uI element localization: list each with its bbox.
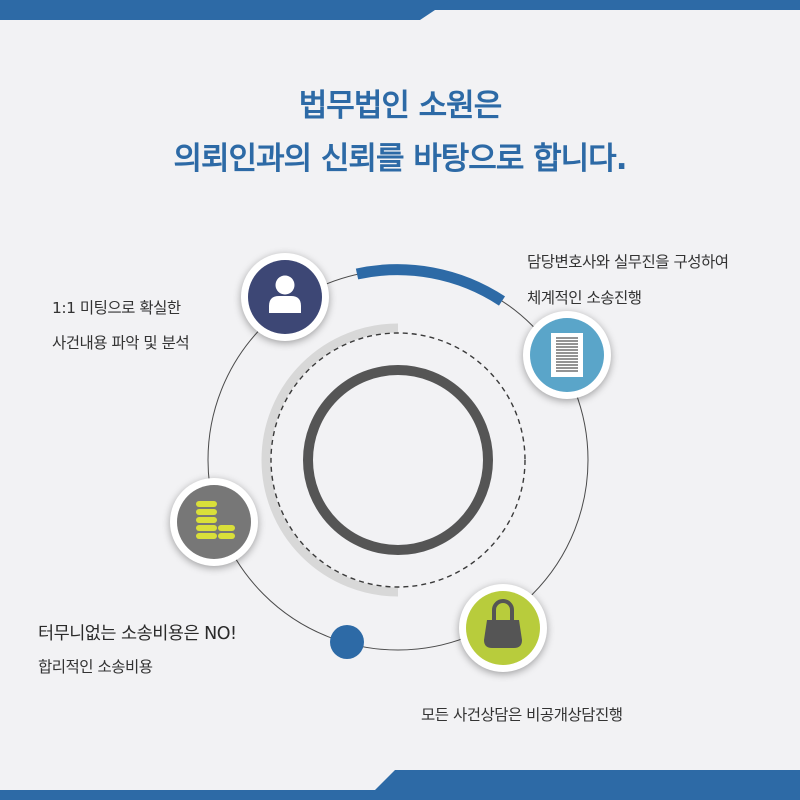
feature-cost-line2: 합리적인 소송비용: [38, 658, 153, 676]
half-ring: [261, 323, 399, 597]
accent-dot: [330, 625, 364, 659]
feature-meeting-line2: 사건내용 파악 및 분석: [52, 334, 190, 352]
accent-arc: [355, 264, 506, 306]
document-icon: [551, 333, 583, 377]
feature-team-line1: 담당변호사와 실무진을 구성하여: [527, 253, 729, 271]
lock-icon: [484, 599, 522, 648]
coins-node: [170, 478, 258, 566]
feature-team-line2: 체계적인 소송진행: [527, 289, 642, 307]
feature-private-line1: 모든 사건상담은 비공개상담진행: [421, 706, 623, 724]
dashed-ring: [270, 332, 526, 588]
coins-icon: [196, 501, 235, 539]
person-node: [241, 253, 329, 341]
lock-node: [459, 584, 547, 672]
person-icon: [269, 275, 301, 313]
feature-cost-line1: 터무니없는 소송비용은 NO!: [38, 624, 237, 644]
feature-meeting-line1: 1:1 미팅으로 확실한: [52, 299, 181, 317]
headline-line2: 의뢰인과의 신뢰를 바탕으로 합니다.: [173, 141, 628, 177]
document-node: [523, 311, 611, 399]
inner-ring: [303, 365, 493, 555]
headline-line1: 법무법인 소원은: [298, 88, 502, 124]
